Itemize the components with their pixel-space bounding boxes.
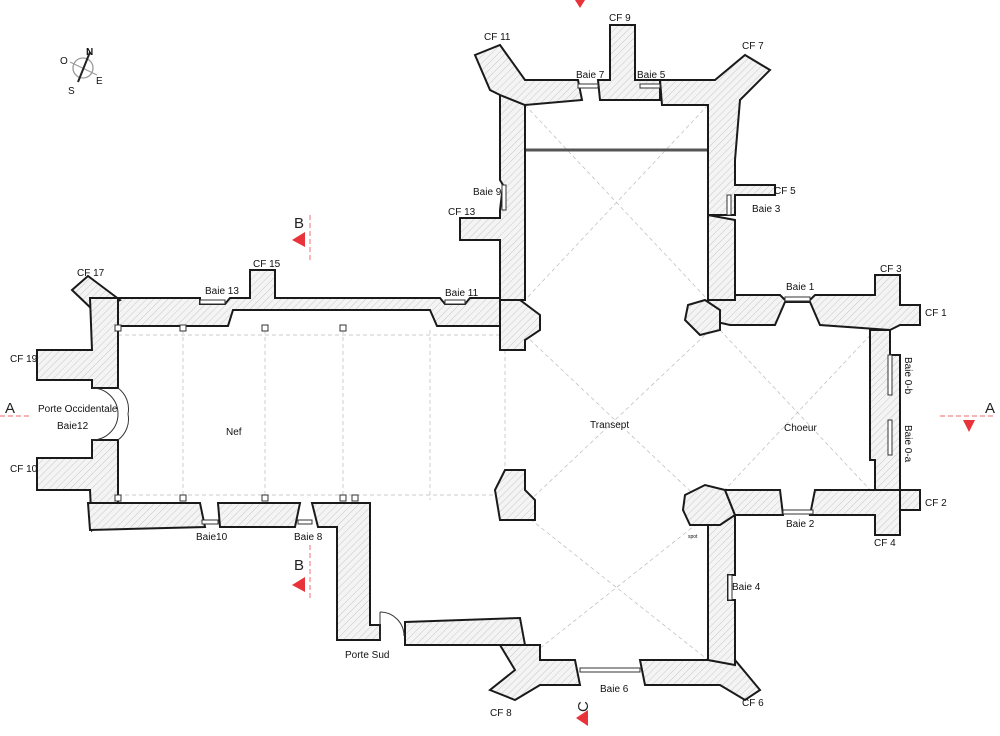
compass-west: O xyxy=(60,56,68,67)
section-c-bottom-label: C xyxy=(575,701,592,712)
bay-7-label: Baie 7 xyxy=(576,70,605,81)
compass-north: N xyxy=(86,47,93,58)
bay-5-label: Baie 5 xyxy=(637,70,666,81)
cf13-label: CF 13 xyxy=(448,207,476,218)
cf7-label: CF 7 xyxy=(742,41,764,52)
cf3-label: CF 3 xyxy=(880,264,902,275)
section-b-bottom-label: B xyxy=(294,557,304,574)
cf10-label: CF 10 xyxy=(10,464,38,475)
bay-1-label: Baie 1 xyxy=(786,282,815,293)
nave-columns xyxy=(114,324,359,502)
section-b-top-marker xyxy=(292,232,305,247)
cf2-label: CF 2 xyxy=(925,498,947,509)
bay-8-label: Baie 8 xyxy=(294,532,323,543)
spot-annotation: spot xyxy=(688,534,698,540)
west-door[interactable] xyxy=(91,387,129,441)
bay-13-label: Baie 13 xyxy=(205,286,239,297)
window-labels: Baie 0-a Baie 0-b Baie 1 Baie 2 Baie 3 B… xyxy=(196,70,913,695)
cf8-label: CF 8 xyxy=(490,708,512,719)
section-c-top-marker xyxy=(575,0,585,8)
section-c-bottom-marker xyxy=(576,710,588,726)
west-door-label: Porte Occidentale xyxy=(38,404,118,415)
bay-0a-label: Baie 0-a xyxy=(902,425,913,463)
windows xyxy=(199,83,893,673)
cf1-label: CF 1 xyxy=(925,308,947,319)
compass-south: S xyxy=(68,86,75,97)
south-door-label: Porte Sud xyxy=(345,650,389,661)
bay-10-label: Baie10 xyxy=(196,532,228,543)
section-b-top-label: B xyxy=(294,215,304,232)
bay-4-label: Baie 4 xyxy=(732,582,761,593)
bay-11-label: Baie 11 xyxy=(445,288,479,299)
bay-6-label: Baie 6 xyxy=(600,684,629,695)
bay-3-label: Baie 3 xyxy=(752,204,781,215)
walls xyxy=(36,24,921,702)
room-choir-label: Choeur xyxy=(784,423,817,434)
section-a-left-label: A xyxy=(5,400,15,417)
bay-2-label: Baie 2 xyxy=(786,519,815,530)
buttress-labels: CF 1 CF 2 CF 3 CF 4 CF 5 CF 6 CF 7 CF 8 … xyxy=(10,13,947,719)
bay-9-label: Baie 9 xyxy=(473,187,502,198)
section-a-right-label: A xyxy=(985,400,995,417)
compass-rose: N O S E xyxy=(60,47,103,97)
room-transept-label: Transept xyxy=(590,420,629,431)
bay-0b-label: Baie 0-b xyxy=(902,357,913,395)
cf9-label: CF 9 xyxy=(609,13,631,24)
cf4-label: CF 4 xyxy=(874,538,896,549)
south-door[interactable] xyxy=(379,611,405,640)
cf17-label: CF 17 xyxy=(77,268,105,279)
compass-east: E xyxy=(96,76,103,87)
room-nave-label: Nef xyxy=(226,427,242,438)
cf15-label: CF 15 xyxy=(253,259,281,270)
west-bay-label: Baie12 xyxy=(57,421,89,432)
cf19-label: CF 19 xyxy=(10,354,38,365)
cf5-label: CF 5 xyxy=(774,186,796,197)
cf6-label: CF 6 xyxy=(742,698,764,709)
section-a-right-marker xyxy=(963,420,975,432)
cf11-label: CF 11 xyxy=(484,32,511,43)
section-b-bottom-marker xyxy=(292,577,305,592)
